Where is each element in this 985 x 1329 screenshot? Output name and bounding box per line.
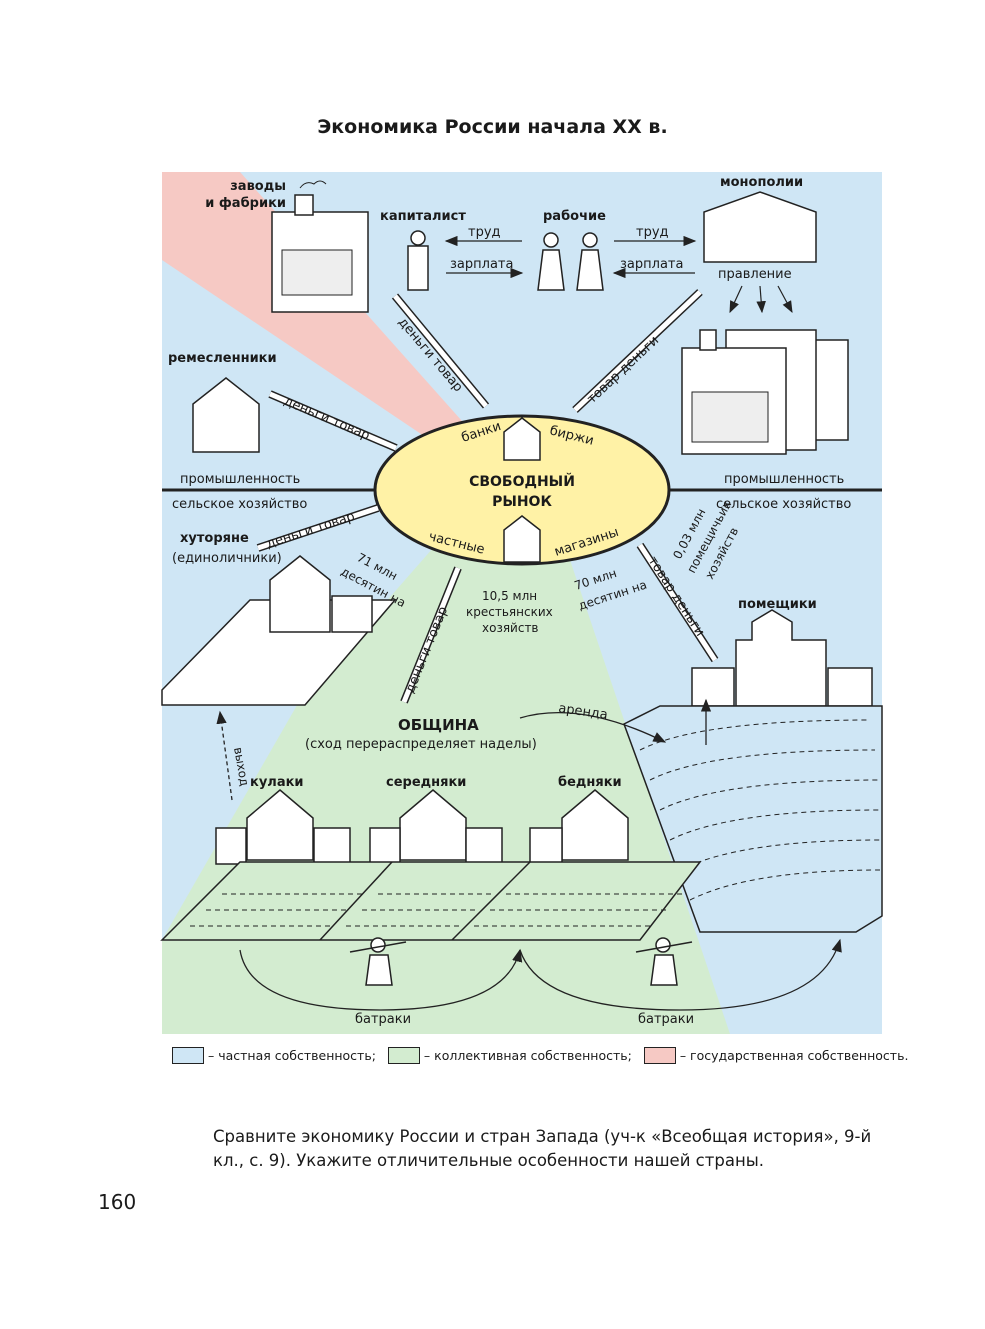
batraki-right-label: батраки [638, 1012, 694, 1027]
rent-label: аренда [557, 701, 608, 723]
legend-state-text: – государственная собственность. [679, 1048, 909, 1063]
obshchina-note: (сход перераспределяет наделы) [305, 737, 537, 752]
batrak-figure-left [349, 937, 407, 986]
craftsmen-label: ремесленники [168, 351, 277, 366]
legend-private: – частная собственность; [172, 1047, 376, 1064]
landlord-wheat-box [691, 667, 735, 707]
serednyak-cow-box [465, 827, 503, 865]
landlord-field-furrows [639, 719, 881, 901]
batrak-figure-right [635, 937, 693, 986]
batraki-left-label: батраки [355, 1012, 411, 1027]
monopolies-house [703, 191, 817, 263]
legend-private-swatch [172, 1047, 204, 1064]
workers-figures [537, 232, 604, 291]
khutor-house [269, 555, 331, 633]
landlords-label: помещики [738, 597, 817, 612]
question-text: Сравните экономику России и стран Запада… [213, 1127, 872, 1170]
exit-arrow [216, 710, 233, 801]
bednyak-house [561, 789, 629, 861]
rent-arrow [519, 711, 667, 743]
obshchina-market-arrow [400, 566, 462, 704]
management-arrow-3 [777, 285, 793, 314]
kulak-house [246, 789, 314, 861]
legend-collective: – коллективная собственность; [387, 1047, 632, 1064]
labor-left-label: труд [468, 225, 501, 240]
kulak-wheat-box [215, 827, 247, 865]
landlord-manor [735, 609, 827, 707]
capitalist-figure [407, 230, 429, 291]
management-arrow-1 [729, 285, 743, 314]
bednyaki-label: бедняки [558, 775, 622, 790]
batraki-left-arrow [239, 948, 523, 1011]
khutor-cow-box [331, 595, 373, 633]
market-house-top [503, 417, 541, 461]
khutor-market-arrow [256, 504, 380, 552]
agriculture-right-label: сельское хозяйство [716, 497, 851, 512]
market-line2: РЫНОК [492, 494, 552, 510]
batraki-right-arrow [519, 938, 842, 1011]
factories-label-2: и фабрики [205, 196, 286, 211]
legend-state-swatch [643, 1047, 676, 1064]
free-market [373, 414, 671, 566]
kulak-cow-box [313, 827, 351, 865]
legend-state: – государственная собственность. [643, 1047, 909, 1064]
legend-collective-swatch [387, 1047, 420, 1064]
craftsmen-market-arrow [268, 390, 398, 452]
bednyak-wheat-box [529, 827, 563, 865]
landlord-cow-box [827, 667, 873, 707]
capitalist-market-arrow [391, 293, 490, 409]
monopoly-factories [681, 329, 849, 455]
agriculture-left-label: сельское хозяйство [172, 497, 307, 512]
serednyaki-label: середняки [386, 775, 466, 790]
factories-label-1: заводы [230, 179, 286, 194]
management-arrow-2 [756, 285, 766, 314]
craftsmen-house [192, 377, 260, 453]
management-label: правление [718, 267, 792, 282]
legend-collective-text: – коллективная собственность; [423, 1048, 632, 1063]
serednyak-wheat-box [369, 827, 401, 865]
capitalist-label: капиталист [380, 209, 466, 224]
kulaks-label: кулаки [250, 775, 304, 790]
industry-right-label: промышленность [724, 472, 844, 487]
market-line1: СВОБОДНЫЙ [469, 473, 575, 490]
monopoly-market-arrow [572, 289, 703, 413]
page-number: 160 [98, 1190, 137, 1214]
peasant-households-3: хозяйств [482, 621, 539, 635]
obshchina-label: ОБЩИНА [398, 716, 479, 734]
legend: – частная собственность; – коллективная … [172, 1047, 914, 1064]
market-house-bottom [503, 515, 541, 563]
workers-label: рабочие [543, 209, 606, 224]
khutoryane-label: хуторяне [180, 531, 249, 546]
peasant-households-2: крестьянских [466, 605, 553, 619]
peasant-households-1: 10,5 млн [482, 589, 537, 603]
landlord-market-arrow [636, 542, 719, 663]
monopolies-label: монополии [720, 175, 803, 190]
labor-right-label: труд [636, 225, 669, 240]
wage-left-label: зарплата [450, 257, 513, 272]
factories [271, 180, 369, 313]
obshchina-field-dividers [319, 861, 531, 941]
wage-right-label: зарплата [620, 257, 683, 272]
obshchina-field-furrows [190, 893, 682, 927]
industry-left-label: промышленность [180, 472, 300, 487]
serednyak-house [399, 789, 467, 861]
obshchina-fields [160, 861, 702, 941]
khutoryane-note: (единоличники) [172, 551, 282, 566]
legend-private-text: – частная собственность; [208, 1048, 376, 1063]
diagram-title: Экономика России начала XX в. [317, 116, 668, 138]
exit-label: выход [231, 746, 252, 787]
